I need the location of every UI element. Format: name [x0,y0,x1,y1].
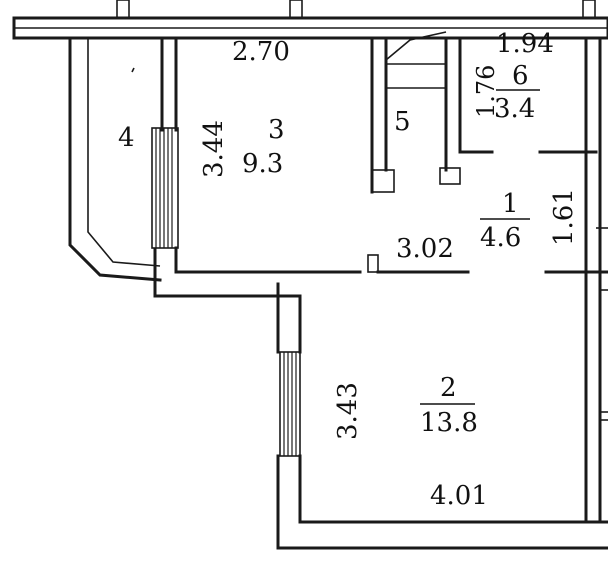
room-3-number: 3 [268,115,285,145]
balcony-mark [131,67,135,73]
room-2-label: 2 13.8 [420,373,478,438]
dimension-room3-depth: 3.44 [199,120,229,178]
room-4-number: 4 [118,123,135,153]
room-3-area: 9.3 [242,149,283,179]
dimension-room2-depth: 3.43 [333,382,363,440]
room-6-area: 3.4 [494,94,535,124]
room-1-area: 4.6 [480,223,521,253]
walls [12,0,608,550]
room-2-area: 13.8 [420,408,478,438]
room-4-label: 4 [118,123,135,153]
dimension-room6-depth: 1.76 [472,65,500,118]
room-1-number: 1 [502,189,519,219]
room-5-number: 5 [394,107,411,137]
window-room3 [151,127,179,249]
dimension-room3-width: 2.70 [232,37,290,67]
room-1-label: 1 4.6 [480,189,530,253]
window-room2 [279,351,301,457]
dimension-room2-width: 4.01 [430,481,488,511]
dimension-room3-bottom: 3.02 [396,234,454,264]
room-6-label: 6 3.4 [494,61,540,124]
room-5-label: 5 [394,107,411,137]
dimension-room1-depth: 1.61 [549,188,579,246]
room-2-number: 2 [440,373,457,403]
dimension-room6-width: 1.94 [496,29,554,59]
room-6-number: 6 [512,61,529,91]
room-3-label: 3 9.3 [242,115,285,179]
